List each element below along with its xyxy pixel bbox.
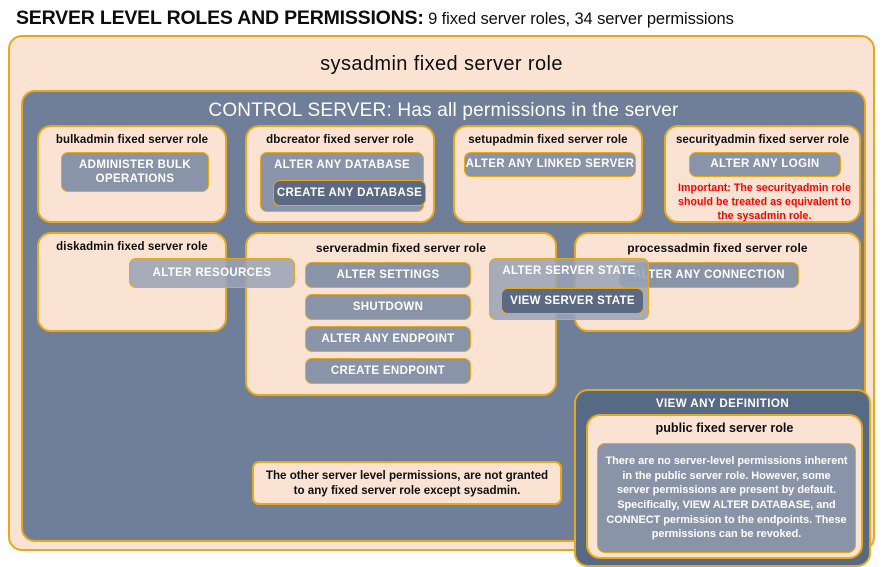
permission-chip-shutdown[interactable]: SHUTDOWN [305,294,471,320]
permission-chip-administer-bulk-operations[interactable]: ADMINISTER BULK OPERATIONS [61,152,209,192]
public-role-description: There are no server-level permissions in… [597,443,856,553]
other-permissions-note: The other server level permissions, are … [252,461,562,505]
permission-chip-alter-settings[interactable]: ALTER SETTINGS [305,262,471,288]
role-title-serveradmin: serveradmin fixed server role [315,241,487,255]
role-title-dbcreator: dbcreator fixed server role [266,134,414,146]
permission-chip-create-endpoint[interactable]: CREATE ENDPOINT [305,358,471,384]
view-any-definition-container: VIEW ANY DEFINITION public fixed server … [574,389,871,567]
permission-chip-alter-any-connection[interactable]: ALTER ANY CONNECTION [619,262,799,288]
securityadmin-warning-note: Important: The securityadmin role should… [678,182,851,222]
sysadmin-role-label: sysadmin fixed server role [320,53,563,75]
sysadmin-role-container: sysadmin fixed server role CONTROL SERVE… [8,35,875,567]
role-box-dbcreator: dbcreator fixed server role ALTER ANY DA… [245,125,435,223]
public-role-box: public fixed server role There are no se… [586,414,863,559]
permission-chip-alter-resources[interactable]: ALTER RESOURCES [129,258,295,288]
role-box-securityadmin: securityadmin fixed server role ALTER AN… [664,125,861,223]
public-role-title: public fixed server role [655,421,794,435]
role-title-bulkadmin: bulkadmin fixed server role [55,134,209,146]
page-title: SERVER LEVEL ROLES AND PERMISSIONS: 9 fi… [16,7,734,30]
permission-chip-view-server-state[interactable]: VIEW SERVER STATE [501,288,644,314]
control-server-label: CONTROL SERVER: Has all permissions in t… [208,100,679,121]
role-box-setupadmin: setupadmin fixed server role ALTER ANY L… [453,125,643,223]
control-server-container: CONTROL SERVER: Has all permissions in t… [21,90,866,542]
role-box-bulkadmin: bulkadmin fixed server role ADMINISTER B… [37,125,227,223]
role-title-securityadmin: securityadmin fixed server role [675,134,850,146]
footer-version-label: SQL Server 2017 [40,552,137,566]
role-title-setupadmin: setupadmin fixed server role [468,134,628,146]
role-title-processadmin: processadmin fixed server role [627,241,808,255]
page-title-strong: SERVER LEVEL ROLES AND PERMISSIONS: [16,7,424,29]
permission-chip-alter-any-linked-server[interactable]: ALTER ANY LINKED SERVER [464,152,636,177]
permission-chip-alter-any-login[interactable]: ALTER ANY LOGIN [689,152,841,177]
page-title-rest: 9 fixed server roles, 34 server permissi… [423,10,734,28]
view-any-definition-label: VIEW ANY DEFINITION [655,397,790,410]
role-title-diskadmin: diskadmin fixed server role [56,241,208,253]
permission-chip-alter-server-state-label: ALTER SERVER STATE [502,265,636,277]
permission-chip-create-any-database[interactable]: CREATE ANY DATABASE [273,180,426,206]
permission-chip-alter-any-endpoint[interactable]: ALTER ANY ENDPOINT [305,326,471,352]
permission-chip-alter-any-database-label: ALTER ANY DATABASE [274,159,410,171]
